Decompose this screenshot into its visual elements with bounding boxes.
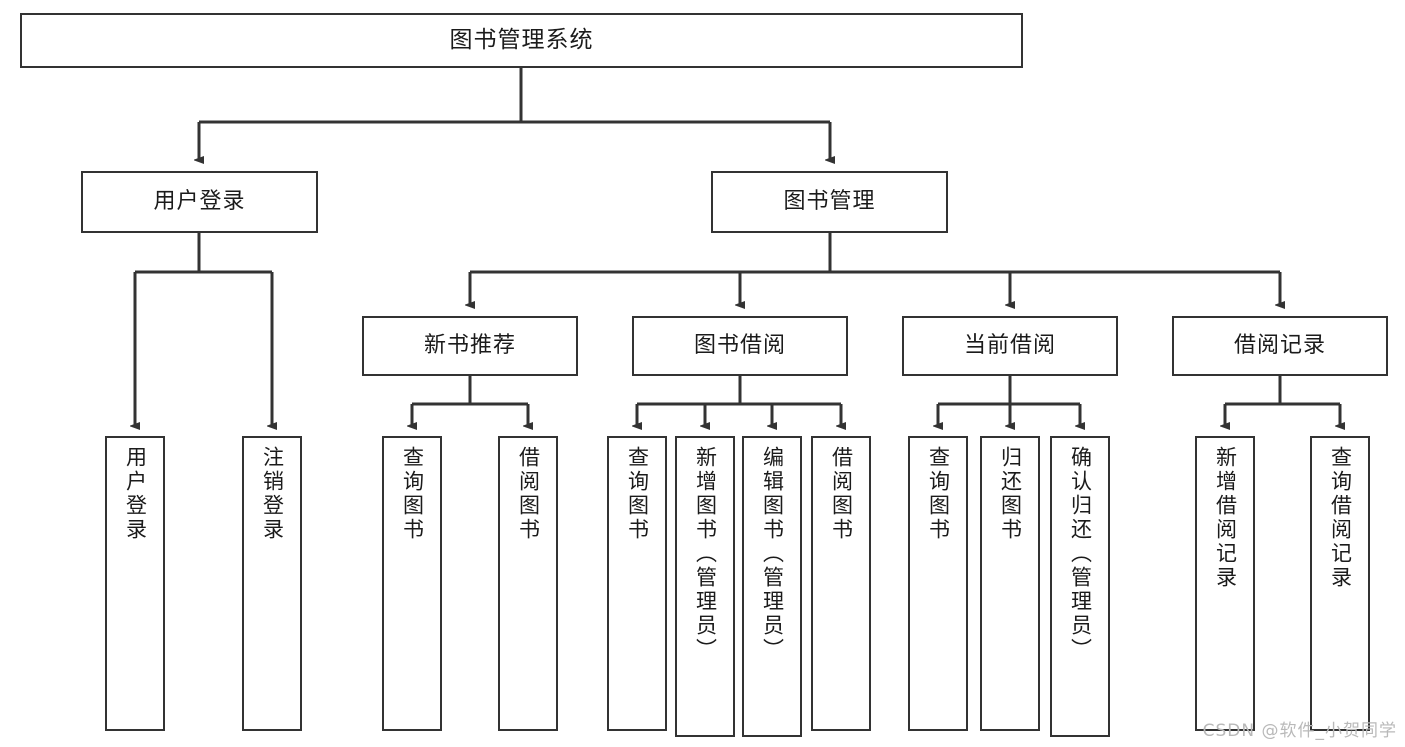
node-borrow-record[interactable]: 借阅记录: [1172, 316, 1388, 376]
node-user-login[interactable]: 用户登录: [81, 171, 318, 233]
node-label: 当前借阅: [963, 332, 1056, 358]
leaf-borrow-record-query-record[interactable]: 查询借阅记录: [1310, 436, 1370, 731]
leaf-user-login-login[interactable]: 用户登录: [105, 436, 165, 731]
node-label: 编辑图书（管理员）: [760, 446, 785, 662]
node-book-management[interactable]: 图书管理: [711, 171, 948, 233]
node-label: 借阅图书: [829, 446, 854, 542]
leaf-book-borrow-add-book-admin[interactable]: 新增图书（管理员）: [675, 436, 735, 737]
node-label: 图书管理: [783, 188, 876, 214]
node-label: 新书推荐: [423, 332, 516, 358]
node-label: 查询借阅记录: [1328, 446, 1353, 590]
node-current-borrow[interactable]: 当前借阅: [902, 316, 1118, 376]
node-label: 图书管理系统: [449, 26, 594, 53]
node-label: 用户登录: [123, 446, 148, 542]
node-label: 查询图书: [926, 446, 951, 542]
node-book-borrow[interactable]: 图书借阅: [632, 316, 848, 376]
node-label: 查询图书: [400, 446, 425, 542]
node-label: 借阅记录: [1233, 332, 1326, 358]
leaf-new-book-query-book[interactable]: 查询图书: [382, 436, 442, 731]
node-label: 借阅图书: [516, 446, 541, 542]
node-label: 用户登录: [153, 188, 246, 214]
leaf-current-borrow-confirm-return-admin[interactable]: 确认归还（管理员）: [1050, 436, 1110, 737]
leaf-book-borrow-edit-book-admin[interactable]: 编辑图书（管理员）: [742, 436, 802, 737]
leaf-current-borrow-query-book[interactable]: 查询图书: [908, 436, 968, 731]
leaf-book-borrow-query-book[interactable]: 查询图书: [607, 436, 667, 731]
node-new-book-recommend[interactable]: 新书推荐: [362, 316, 578, 376]
leaf-new-book-borrow-book[interactable]: 借阅图书: [498, 436, 558, 731]
node-label: 注销登录: [260, 446, 285, 542]
node-label: 图书借阅: [693, 332, 786, 358]
node-label: 新增图书（管理员）: [693, 446, 718, 662]
node-label: 新增借阅记录: [1213, 446, 1238, 590]
leaf-borrow-record-add-record[interactable]: 新增借阅记录: [1195, 436, 1255, 731]
leaf-user-login-logout[interactable]: 注销登录: [242, 436, 302, 731]
node-root-book-management-system[interactable]: 图书管理系统: [20, 13, 1023, 68]
node-label: 查询图书: [625, 446, 650, 542]
node-label: 归还图书: [998, 446, 1023, 542]
node-label: 确认归还（管理员）: [1068, 446, 1093, 662]
leaf-book-borrow-borrow-book[interactable]: 借阅图书: [811, 436, 871, 731]
leaf-current-borrow-return-book[interactable]: 归还图书: [980, 436, 1040, 731]
